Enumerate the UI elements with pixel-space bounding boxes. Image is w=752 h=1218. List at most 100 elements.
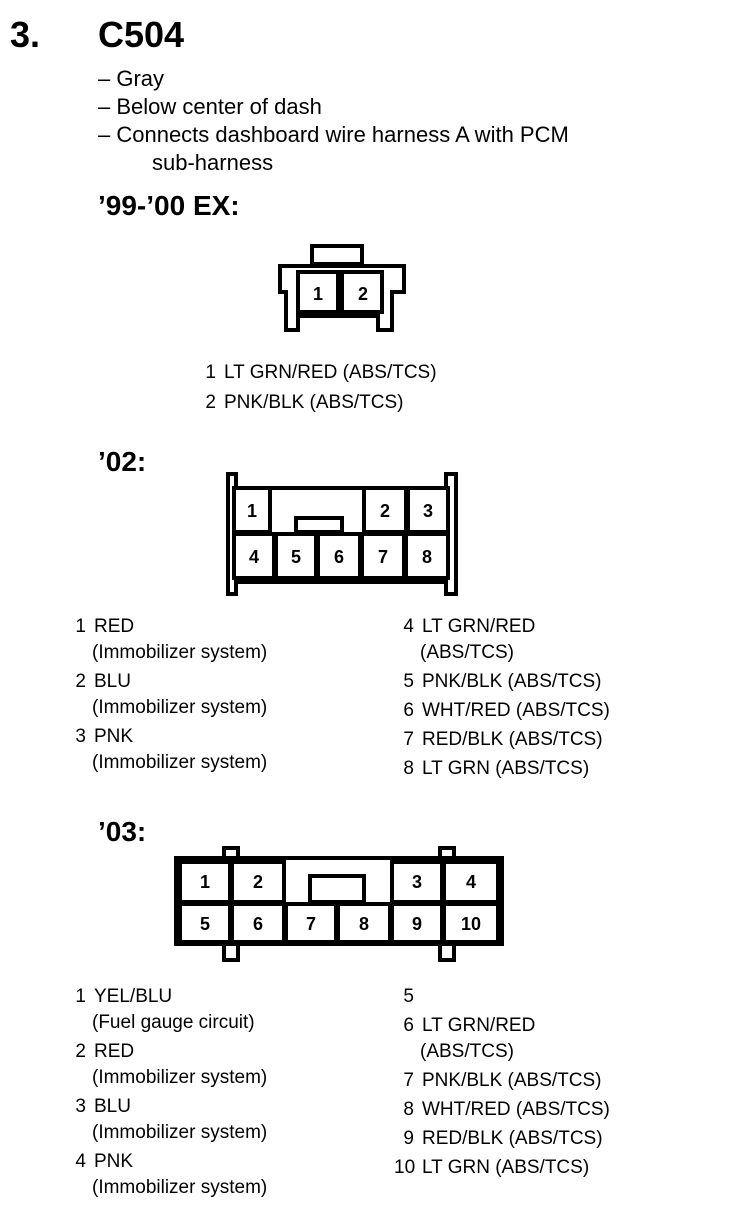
connector-code: C504	[98, 14, 185, 55]
pin-row: 4 PNK (Immobilizer system)	[66, 1149, 267, 1201]
locator-tab	[222, 942, 240, 962]
cavity-10	[442, 902, 500, 944]
pin-row: 6 LT GRN/RED (ABS/TCS)	[394, 1013, 610, 1065]
cavity-label: 10	[461, 914, 481, 934]
pin-number: 4	[75, 1151, 86, 1172]
pin-number: 1	[75, 616, 86, 637]
pin-circuit: (Immobilizer system)	[92, 752, 268, 773]
cavity-label: 2	[380, 501, 390, 521]
pin-wire: PNK/BLK (ABS/TCS)	[224, 392, 404, 413]
pin-number: 3	[75, 1096, 86, 1117]
pin-row: 10 LT GRN (ABS/TCS)	[394, 1155, 610, 1181]
pin-wire: RED/BLK (ABS/TCS)	[422, 729, 603, 750]
pin-row: 4 LT GRN/RED (ABS/TCS)	[394, 614, 610, 666]
cavity-label: 2	[253, 872, 263, 892]
section-number: 3.	[10, 14, 41, 55]
pin-row: 1 YEL/BLU (Fuel gauge circuit)	[66, 984, 267, 1036]
pin-wire: BLU	[94, 1096, 131, 1117]
cavity-label: 2	[358, 284, 368, 304]
pin-wire: PNK/BLK (ABS/TCS)	[422, 671, 602, 692]
pin-wire: WHT/RED (ABS/TCS)	[422, 700, 610, 721]
pin-number: 6	[403, 700, 414, 721]
pin-wire: RED	[94, 1041, 135, 1062]
cavity-label: 8	[359, 914, 369, 934]
cavity-label: 6	[334, 547, 344, 567]
cavity-label: 4	[249, 547, 259, 567]
pin-row: 6 WHT/RED (ABS/TCS)	[394, 698, 610, 724]
pin-circuit: (Immobilizer system)	[92, 1067, 268, 1088]
pin-number: 6	[403, 1015, 414, 1036]
pin-circuit: (ABS/TCS)	[420, 1041, 514, 1062]
note-color: – Gray	[98, 66, 165, 91]
pin-circuit: (ABS/TCS)	[420, 642, 514, 663]
pin-wire: WHT/RED (ABS/TCS)	[422, 1099, 610, 1120]
pin-wire: LT GRN/RED	[422, 616, 536, 637]
pin-row: 7 RED/BLK (ABS/TCS)	[394, 727, 610, 753]
pin-wire: LT GRN/RED (ABS/TCS)	[224, 362, 437, 383]
heading-02: ’02:	[98, 446, 147, 477]
pin-row: 2 BLU (Immobilizer system)	[66, 669, 267, 721]
cavity-label: 7	[378, 547, 388, 567]
cavity-label: 7	[306, 914, 316, 934]
pin-row: 5 PNK/BLK (ABS/TCS)	[394, 669, 610, 695]
cavity-label: 5	[200, 914, 210, 934]
locator-tab	[222, 846, 240, 862]
pin-number: 4	[403, 616, 414, 637]
pin-wire: YEL/BLU	[94, 986, 173, 1007]
pin-number: 10	[394, 1157, 416, 1178]
latch-shape	[308, 874, 366, 904]
pin-wire: PNK/BLK (ABS/TCS)	[422, 1070, 602, 1091]
cavity-label: 8	[422, 547, 432, 567]
pin-wire: LT GRN (ABS/TCS)	[422, 758, 590, 779]
pin-wire: LT GRN/RED	[422, 1015, 536, 1036]
heading-99-00-ex: ’99-’00 EX:	[98, 190, 240, 221]
pin-row: 5	[394, 984, 610, 1010]
connector-body	[278, 264, 406, 332]
pin-row: 1 RED (Immobilizer system)	[66, 614, 267, 666]
pin-wire: LT GRN (ABS/TCS)	[422, 1157, 590, 1178]
pin-wire: RED	[94, 616, 135, 637]
pin-row: 9 RED/BLK (ABS/TCS)	[394, 1126, 610, 1152]
pin-number: 1	[75, 986, 86, 1007]
pin-wire: BLU	[94, 671, 131, 692]
pin-number: 7	[403, 729, 414, 750]
cavity-label: 1	[247, 501, 257, 521]
cavity-label: 9	[412, 914, 422, 934]
cavity-label: 3	[412, 872, 422, 892]
pin-wire: PNK	[94, 726, 134, 747]
locator-tab	[438, 942, 456, 962]
cavity-label: 1	[200, 872, 210, 892]
pin-number: 2	[75, 671, 86, 692]
cavity-label: 4	[466, 872, 476, 892]
pin-circuit: (Immobilizer system)	[92, 697, 268, 718]
cavity-label: 1	[313, 284, 323, 304]
note-location: – Below center of dash	[98, 94, 322, 119]
pin-number: 5	[403, 986, 414, 1007]
pin-number: 5	[403, 671, 414, 692]
cavity-8	[404, 532, 450, 580]
pin-list-02-left: 1 RED (Immobilizer system) 2 BLU (Immobilize…	[66, 614, 267, 776]
pin-wire: PNK	[94, 1151, 134, 1172]
cavity-label: 3	[423, 501, 433, 521]
pin-circuit: (Fuel gauge circuit)	[92, 1012, 255, 1033]
pin-number: 9	[403, 1128, 414, 1149]
pin-number: 3	[75, 726, 86, 747]
pin-wire: RED/BLK (ABS/TCS)	[422, 1128, 603, 1149]
cavity-1	[296, 270, 340, 314]
pin-circuit: (Immobilizer system)	[92, 1177, 268, 1198]
pin-circuit: (Immobilizer system)	[92, 642, 268, 663]
